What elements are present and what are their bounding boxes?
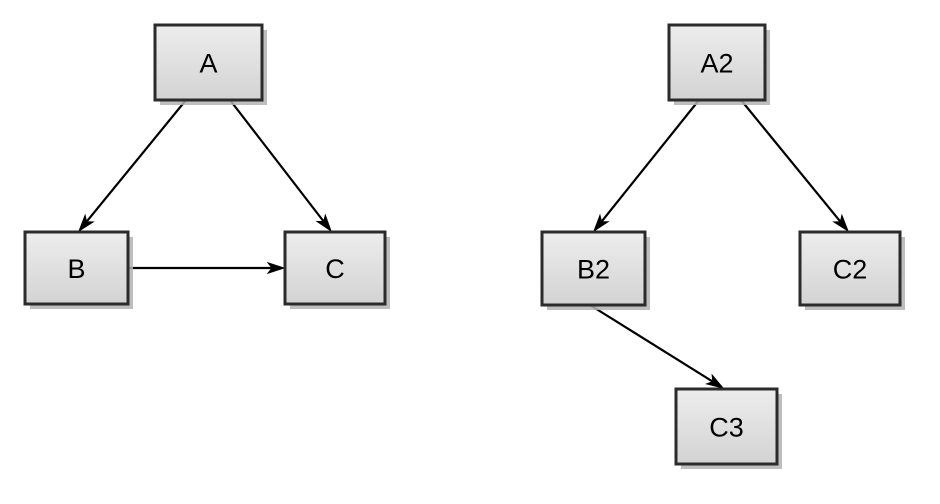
edge-line bbox=[589, 304, 714, 383]
edge-A2-C2[interactable] bbox=[740, 99, 850, 233]
node-box[interactable] bbox=[540, 230, 647, 307]
node-C[interactable]: C bbox=[283, 230, 390, 309]
edge-B2-C3[interactable] bbox=[589, 304, 725, 389]
node-A[interactable]: A bbox=[153, 23, 267, 105]
edge-A-C[interactable] bbox=[229, 99, 332, 233]
edge-line bbox=[600, 99, 700, 223]
node-box[interactable] bbox=[798, 230, 902, 307]
arrowhead-icon bbox=[266, 261, 286, 275]
edge-A2-B2[interactable] bbox=[592, 99, 700, 233]
node-box[interactable] bbox=[153, 23, 264, 102]
node-C3[interactable]: C3 bbox=[674, 387, 782, 469]
arrowhead-icon bbox=[315, 213, 332, 233]
node-box[interactable] bbox=[283, 230, 387, 306]
node-box[interactable] bbox=[667, 23, 767, 102]
arrowhead-icon bbox=[77, 213, 95, 233]
node-box[interactable] bbox=[23, 230, 130, 306]
node-box[interactable] bbox=[674, 387, 779, 466]
edge-line bbox=[85, 99, 187, 223]
edges-layer bbox=[77, 99, 850, 389]
edge-A-B[interactable] bbox=[77, 99, 187, 233]
arrowhead-icon bbox=[592, 213, 610, 233]
arrowhead-icon bbox=[832, 213, 850, 233]
edge-line bbox=[740, 99, 842, 223]
node-C2[interactable]: C2 bbox=[798, 230, 905, 310]
node-A2[interactable]: A2 bbox=[667, 23, 770, 105]
node-B2[interactable]: B2 bbox=[540, 230, 650, 310]
node-B[interactable]: B bbox=[23, 230, 133, 309]
edge-B-C[interactable] bbox=[128, 261, 286, 275]
arrowhead-icon bbox=[704, 373, 725, 389]
edge-line bbox=[229, 99, 325, 223]
